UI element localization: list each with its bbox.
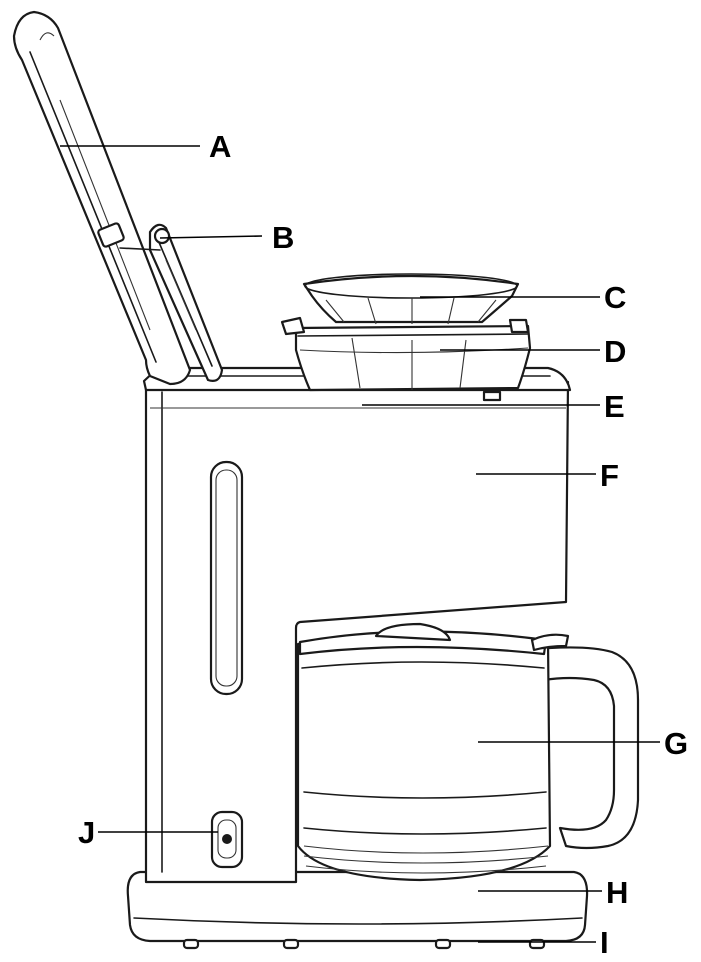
label-j: J: [78, 815, 95, 850]
power-switch: [210, 810, 244, 869]
filter-basket: [302, 273, 520, 325]
label-a: A: [209, 129, 231, 164]
label-i: I: [600, 925, 609, 960]
main-body: [144, 380, 570, 884]
label-g: G: [664, 726, 688, 761]
outer-lid: [12, 10, 192, 386]
label-f: F: [600, 458, 619, 493]
label-b: B: [272, 220, 294, 255]
inner-lid: [148, 223, 224, 382]
carafe: [296, 622, 640, 882]
leader-lines: [60, 145, 660, 943]
water-level-window: [209, 460, 244, 696]
label-d: D: [604, 334, 626, 369]
part-labels: A B C D E F G H I J: [78, 129, 688, 960]
base: [126, 870, 589, 950]
label-c: C: [604, 280, 626, 315]
label-e: E: [604, 389, 625, 424]
label-h: H: [606, 875, 628, 910]
filter-holder: [280, 316, 532, 392]
